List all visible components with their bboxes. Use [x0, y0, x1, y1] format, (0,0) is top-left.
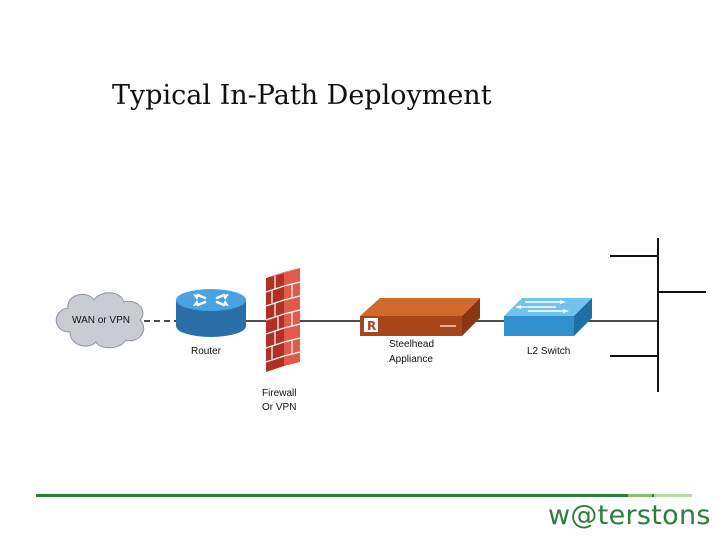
- footer-divider: [36, 494, 692, 497]
- brand-logo: w@terstons: [548, 500, 711, 531]
- appliance-badge-box: [364, 318, 378, 332]
- wan-label: WAN or VPN: [72, 315, 130, 326]
- lan-segment: [610, 238, 706, 392]
- appliance-badge-letter: R: [367, 319, 376, 333]
- firewall-label-line2: Or VPN: [262, 402, 297, 413]
- steelhead-label-line2: Appliance: [389, 354, 433, 365]
- firewall-label-line1: Firewall: [262, 388, 297, 399]
- footer-divider-accent: [628, 494, 652, 497]
- router-label: Router: [191, 346, 222, 357]
- wan-cloud-icon: [55, 292, 145, 349]
- steelhead-label-line1: Steelhead: [389, 339, 435, 350]
- l2-switch-icon: [504, 298, 592, 336]
- router-icon: [176, 289, 246, 337]
- footer-divider-accent-light: [654, 494, 692, 497]
- firewall-icon: [265, 268, 301, 372]
- switch-label: L2 Switch: [527, 346, 571, 357]
- steelhead-appliance-icon: R: [360, 298, 480, 336]
- page-title: Typical In-Path Deployment: [112, 80, 492, 111]
